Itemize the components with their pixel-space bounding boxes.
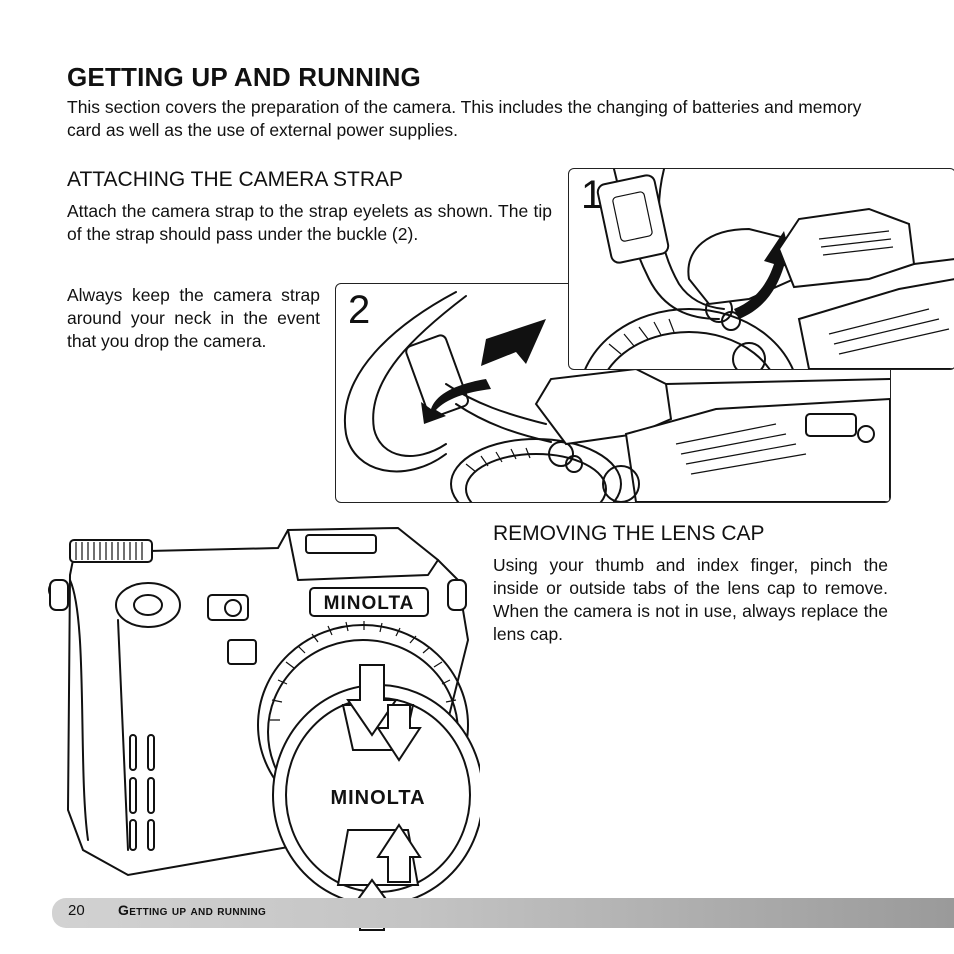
footer-section-title: Getting up and running <box>118 902 267 918</box>
camera-lens-cap-illustration: MINOLTA MINOLTA <box>48 520 484 935</box>
strap-buckle-drawing <box>343 291 890 502</box>
strap-instructions: Attach the camera strap to the strap eye… <box>67 201 552 244</box>
camera-drawing: MINOLTA MINOLTA <box>48 526 484 931</box>
strap-eyelet-illustration: 1 <box>568 168 954 370</box>
body-brand-text: MINOLTA <box>324 593 415 614</box>
cap-brand-text: MINOLTA <box>330 787 425 809</box>
strap-safety-note: Always keep the camera strap around your… <box>67 285 320 351</box>
lens-cap-heading: REMOVING THE LENS CAP <box>493 522 765 545</box>
figure-1-label: 1 <box>581 173 604 217</box>
intro-paragraph: This section covers the preparation of t… <box>67 97 862 140</box>
page-title: GETTING UP AND RUNNING <box>67 62 421 92</box>
page-number: 20 <box>68 902 85 919</box>
lens-cap-instructions: Using your thumb and index finger, pinch… <box>493 555 888 644</box>
strap-eyelet-drawing <box>584 169 954 369</box>
figure-2-label: 2 <box>348 288 371 332</box>
strap-heading: ATTACHING THE CAMERA STRAP <box>67 168 404 191</box>
footer-bar <box>52 898 954 928</box>
